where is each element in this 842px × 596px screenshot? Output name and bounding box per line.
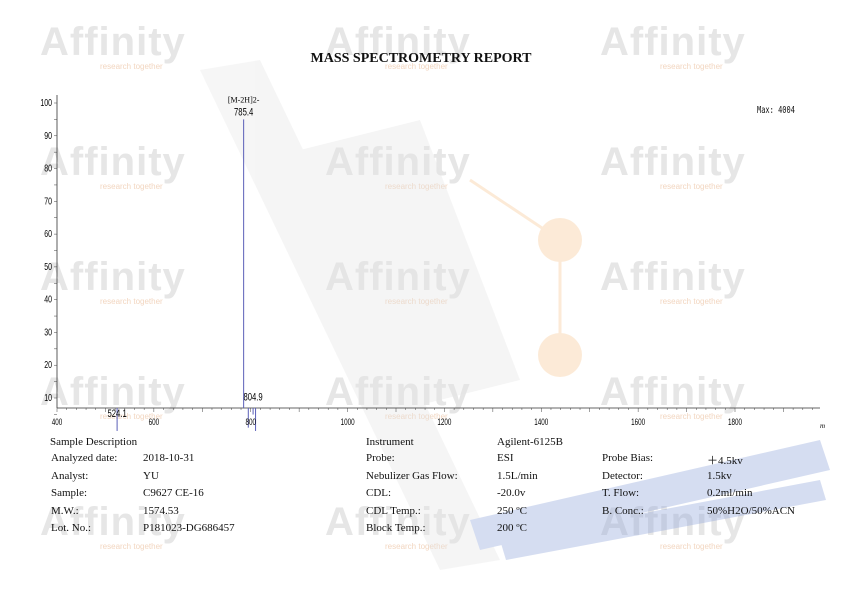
y-tick-label: 10 bbox=[44, 392, 52, 404]
sample-value: YU bbox=[143, 469, 159, 482]
instrument-label: CDL: bbox=[366, 487, 392, 499]
instrument-label: Block Temp.: bbox=[366, 522, 426, 534]
y-tick-label: 90 bbox=[44, 130, 52, 142]
x-tick-label: 1400 bbox=[534, 417, 548, 427]
instrument-value: -20.0v bbox=[497, 487, 526, 499]
y-tick-label: 80 bbox=[44, 162, 52, 174]
y-tick-label: 20 bbox=[44, 359, 52, 371]
sample-description-header: Sample Description bbox=[50, 436, 138, 448]
sample-label: Analyzed date: bbox=[51, 452, 118, 464]
instrument-label: Nebulizer Gas Flow: bbox=[366, 469, 458, 482]
sample-value: P181023-DG686457 bbox=[143, 522, 235, 534]
instrument-value: 250 ºC bbox=[497, 504, 527, 517]
instrument-value: 1.5L/min bbox=[497, 469, 538, 482]
x-unit-label: m bbox=[820, 422, 825, 430]
y-tick-label: 70 bbox=[44, 195, 52, 207]
y-tick-label: 60 bbox=[44, 228, 52, 240]
y-tick-label: 100 bbox=[40, 97, 52, 109]
y-tick-label: 30 bbox=[44, 326, 52, 338]
sample-value: C9627 CE-16 bbox=[143, 487, 204, 499]
x-tick-label: 1000 bbox=[341, 417, 355, 427]
chart-axes bbox=[54, 95, 820, 415]
peak-label: 524.1 bbox=[107, 408, 126, 421]
peak-annotation: [M-2H]2- bbox=[228, 95, 260, 104]
condition-label: Detector: bbox=[602, 469, 643, 482]
x-tick-label: 1800 bbox=[728, 417, 742, 427]
condition-value: 1.5kv bbox=[707, 469, 732, 482]
x-tick-label: 1200 bbox=[437, 417, 451, 427]
max-intensity-label: Max: 4004 bbox=[757, 105, 795, 116]
x-tick-label: 1600 bbox=[631, 417, 645, 427]
condition-label: Probe Bias: bbox=[602, 452, 654, 464]
condition-label: B. Conc.: bbox=[602, 504, 644, 517]
sample-label: M.W.: bbox=[51, 504, 79, 517]
instrument-label: CDL Temp.: bbox=[366, 504, 421, 517]
peak-label: 785.4 bbox=[234, 106, 253, 119]
condition-value: ＋4.5kv bbox=[707, 455, 743, 467]
instrument-value: ESI bbox=[497, 452, 514, 464]
x-tick-label: 400 bbox=[52, 417, 62, 427]
condition-label: T. Flow: bbox=[602, 487, 640, 499]
sample-label: Analyst: bbox=[51, 469, 89, 482]
y-tick-label: 40 bbox=[44, 293, 52, 305]
instrument-label: Probe: bbox=[366, 452, 395, 464]
mass-spectrum-chart: 400 600 800 1000 1200 1400 1600 1800 10 20 30 40 50 6… bbox=[40, 95, 825, 431]
chart-peaks bbox=[116, 119, 257, 431]
instrument-model: Agilent-6125B bbox=[497, 436, 563, 448]
x-tick-label: 800 bbox=[245, 417, 255, 427]
instrument-value: 200 ºC bbox=[497, 522, 527, 534]
peak-label: 804.9 bbox=[243, 391, 262, 404]
instrument-header: Instrument bbox=[366, 436, 414, 448]
report-title: MASS SPECTROMETRY REPORT bbox=[310, 51, 532, 66]
sample-label: Sample: bbox=[51, 487, 88, 499]
y-tick-label: 50 bbox=[44, 261, 52, 273]
sample-value: 2018-10-31 bbox=[143, 452, 195, 464]
condition-value: 0.2ml/min bbox=[707, 487, 753, 499]
x-tick-label: 600 bbox=[149, 417, 159, 427]
condition-value: 50%H2O/50%ACN bbox=[707, 504, 795, 517]
sample-label: Lot. No.: bbox=[51, 522, 92, 534]
sample-value: 1574.53 bbox=[143, 504, 179, 517]
chart-labels: 400 600 800 1000 1200 1400 1600 1800 10 20 30 40 50 6… bbox=[40, 95, 825, 430]
